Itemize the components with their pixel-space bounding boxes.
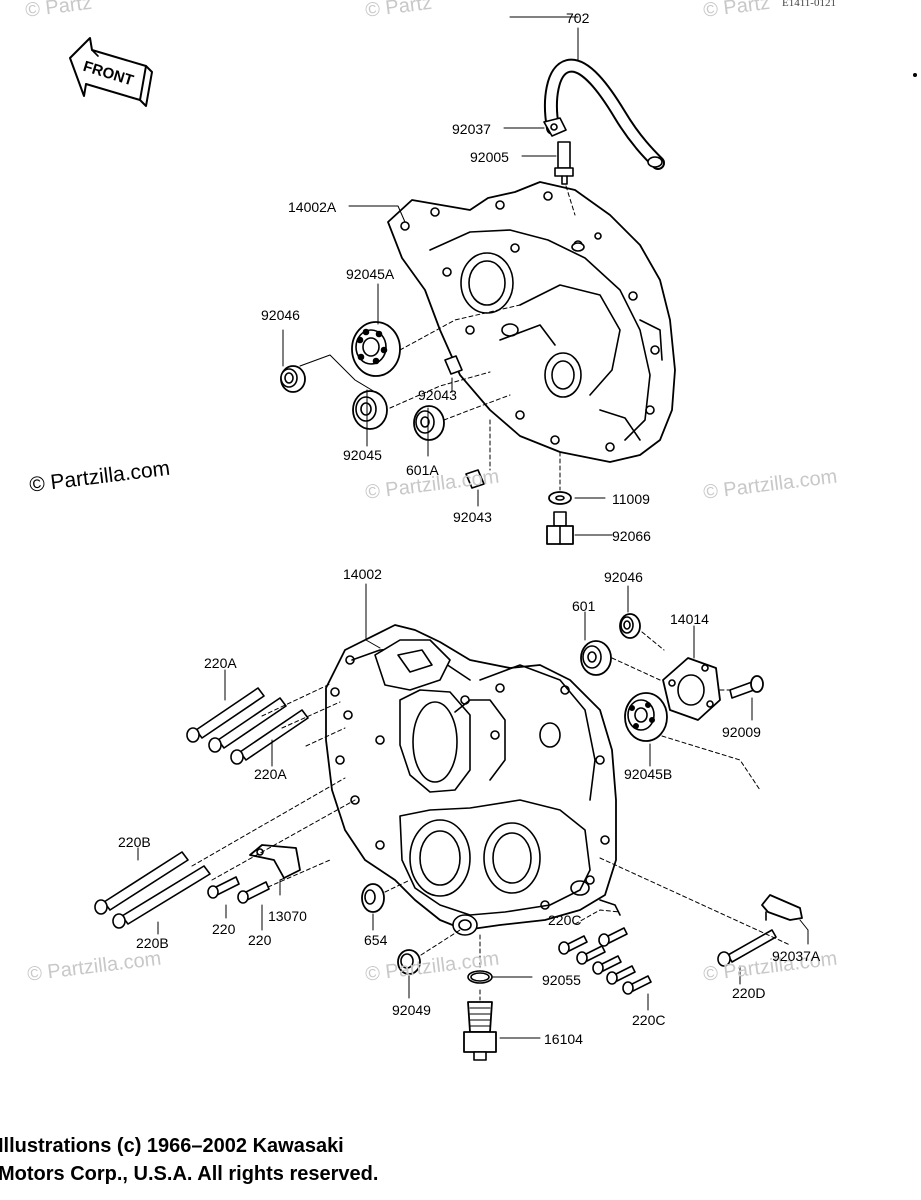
reference-code: E1411-0121 (782, 0, 836, 9)
label-220A-bottom: 220A (254, 766, 287, 782)
label-92009: 92009 (722, 724, 761, 740)
label-601: 601 (572, 598, 596, 614)
label-220B-bottom: 220B (136, 935, 169, 951)
collar-654 (361, 883, 385, 913)
dowel-pin-92043-b (465, 469, 485, 489)
lower-leader-lines (137, 583, 809, 1039)
bearing-92045 (352, 390, 388, 430)
bearing-601 (580, 640, 612, 676)
label-601A: 601A (406, 462, 439, 478)
plate-14014 (662, 657, 721, 721)
label-92005: 92005 (470, 149, 509, 165)
clamp-92037 (543, 117, 567, 137)
label-220D: 220D (732, 985, 766, 1001)
label-654: 654 (364, 932, 388, 948)
label-92037: 92037 (452, 121, 491, 137)
label-14014: 14014 (670, 611, 709, 627)
oil-seal-92046-lower (619, 613, 641, 639)
label-220-a: 220 (212, 921, 236, 937)
copyright-line-2: Motors Corp., U.S.A. All rights reserved… (0, 1163, 379, 1185)
label-92049: 92049 (392, 1002, 431, 1018)
front-arrow-icon (69, 37, 153, 107)
upper-leader-lines (282, 16, 613, 536)
label-11009: 11009 (612, 491, 650, 507)
bolts-220A (186, 687, 309, 765)
bracket-13070 (249, 844, 301, 879)
oil-seal-92049 (397, 949, 421, 975)
lower-crankcase-14002 (325, 624, 621, 936)
bearing-601A (413, 405, 445, 441)
bolt-220D (717, 929, 777, 967)
bolts-220C (558, 927, 652, 995)
oil-seal-92046-upper (280, 365, 306, 393)
label-92045A: 92045A (346, 266, 395, 282)
bearing-92045A (351, 321, 401, 377)
clamp-92037A (761, 894, 803, 921)
dowel-pin-92043-a (444, 355, 463, 375)
label-92037A: 92037A (772, 948, 821, 964)
copyright-line-1: Illustrations (c) 1966–2002 Kawasaki (0, 1135, 344, 1157)
label-92045B: 92045B (624, 766, 673, 782)
label-92043-b: 92043 (453, 509, 492, 525)
label-220C-bottom: 220C (632, 1012, 666, 1028)
stray-dot (913, 73, 917, 77)
label-92043-a: 92043 (418, 387, 457, 403)
label-702: 702 (566, 10, 590, 26)
drain-bolt-92066 (546, 511, 574, 545)
label-13070: 13070 (268, 908, 307, 924)
bolts-220B (94, 851, 211, 929)
fitting-16104 (463, 1001, 497, 1061)
label-14002: 14002 (343, 566, 382, 582)
label-92055: 92055 (542, 972, 581, 988)
label-92066: 92066 (612, 528, 651, 544)
screw-92009 (729, 675, 764, 699)
bearing-92045B (624, 692, 668, 742)
bolts-220 (207, 876, 270, 904)
fitting-92005 (554, 141, 574, 185)
label-220B-top: 220B (118, 834, 151, 850)
label-220-b: 220 (248, 932, 272, 948)
label-92046-upper: 92046 (261, 307, 300, 323)
washer-11009 (548, 491, 572, 505)
label-220A-top: 220A (204, 655, 237, 671)
breather-hose-702 (544, 58, 665, 170)
label-220C-top: 220C (548, 912, 582, 928)
label-16104: 16104 (544, 1031, 583, 1047)
label-92045: 92045 (343, 447, 382, 463)
label-92046-lower: 92046 (604, 569, 643, 585)
label-14002A: 14002A (288, 199, 337, 215)
